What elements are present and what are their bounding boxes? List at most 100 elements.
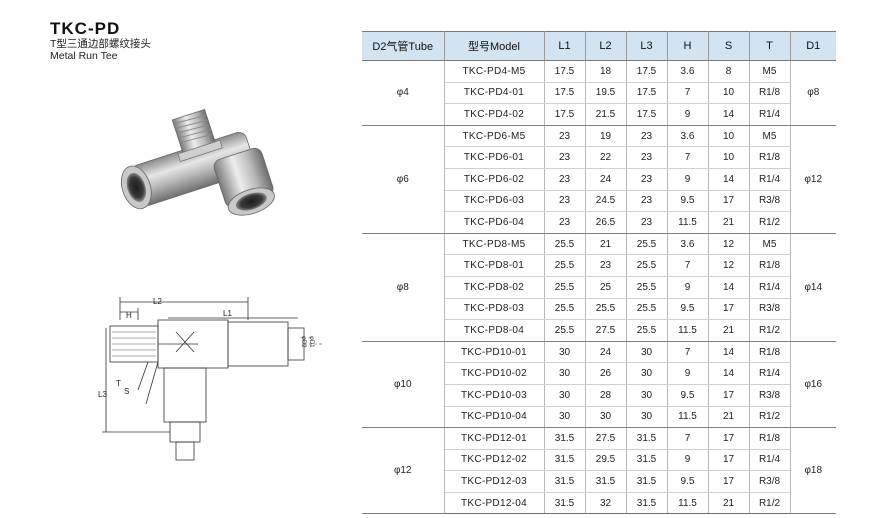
cell-l3: 31.5 (625, 492, 668, 515)
cell-l3: 25.5 (625, 276, 668, 299)
cell-h: 7 (666, 254, 709, 277)
cell-l2: 30 (584, 406, 627, 429)
cell-model: TKC-PD8-02 (444, 276, 545, 299)
cell-model: TKC-PD4-M5 (443, 60, 545, 83)
cell-h: 11.5 (666, 319, 709, 342)
cell-l1: 25.5 (543, 298, 586, 321)
cell-h: 9 (666, 362, 709, 385)
cell-l2: 24.5 (584, 190, 627, 213)
cell-t: R3/8 (748, 384, 790, 407)
header-d1: D1 (789, 31, 836, 61)
cell-t: R1/8 (748, 82, 790, 105)
cell-model: TKC-PD8-03 (444, 298, 545, 321)
cell-model: TKC-PD8-01 (444, 254, 545, 277)
cell-h: 3.6 (666, 60, 709, 83)
cell-t: R3/8 (748, 298, 790, 321)
cell-t: R1/8 (748, 146, 790, 169)
label-d2: φD2 (300, 336, 306, 348)
cell-l3: 30 (625, 384, 668, 407)
cell-l2: 19.5 (584, 82, 627, 105)
cell-model: TKC-PD8-04 (444, 319, 545, 342)
product-title-block: TKC-PD T型三通边部螺纹接头 Metal Run Tee (50, 20, 151, 63)
cell-t: R1/4 (748, 449, 790, 472)
cell-l2: 25.5 (584, 298, 627, 321)
cell-l1: 31.5 (543, 427, 586, 450)
cell-s: 17 (707, 384, 750, 407)
cell-h: 9.5 (666, 190, 709, 213)
cell-s: 17 (707, 298, 750, 321)
cell-l1: 17.5 (543, 103, 586, 126)
cell-l2: 25 (584, 276, 627, 299)
cell-l2: 19 (584, 125, 627, 148)
cell-l1: 30 (543, 341, 586, 364)
cell-l1: 23 (543, 211, 586, 234)
cell-l2: 31.5 (584, 470, 627, 493)
cell-h: 3.6 (666, 233, 709, 256)
cell-model: TKC-PD6-03 (444, 190, 545, 213)
header-tube: D2气管Tube (362, 31, 445, 61)
cell-t: R1/4 (748, 103, 790, 126)
cell-t: M5 (748, 60, 791, 83)
cell-l2: 26 (584, 362, 627, 385)
cell-s: 10 (707, 82, 750, 105)
cell-l1: 25.5 (543, 276, 586, 299)
cell-l3: 17.5 (625, 82, 668, 105)
product-photo (120, 108, 275, 216)
cell-tube: φ6 (362, 125, 445, 234)
cell-l3: 31.5 (625, 427, 668, 450)
header-l3: L3 (625, 31, 668, 61)
header-model: 型号Model (443, 31, 545, 61)
cell-l3: 25.5 (625, 233, 668, 256)
cell-model: TKC-PD10-03 (444, 384, 545, 407)
cell-s: 12 (707, 254, 750, 277)
cell-h: 9 (666, 168, 709, 191)
cell-s: 21 (707, 406, 750, 429)
cell-l1: 30 (543, 384, 586, 407)
cell-l1: 23 (543, 125, 586, 148)
cell-l2: 21.5 (584, 103, 627, 126)
cell-model: TKC-PD10-02 (444, 362, 545, 385)
header-t: T (748, 31, 791, 61)
cell-model: TKC-PD12-03 (444, 470, 545, 493)
cell-h: 7 (666, 82, 709, 105)
cell-l2: 24 (584, 168, 627, 191)
cell-s: 21 (707, 319, 750, 342)
cell-d1: φ14 (789, 233, 836, 342)
label-s: S (124, 387, 129, 396)
cell-t: R1/2 (748, 492, 790, 515)
cell-model: TKC-PD8-M5 (443, 233, 545, 256)
cell-s: 14 (707, 276, 750, 299)
spec-table-head: D2气管Tube 型号Model L1 L2 L3 H S T D1 (362, 31, 836, 61)
cell-l2: 26.5 (584, 211, 627, 234)
cell-l3: 25.5 (625, 298, 668, 321)
cell-t: R1/4 (748, 276, 790, 299)
label-h: H (126, 311, 132, 320)
cell-h: 9.5 (666, 470, 709, 493)
cell-l3: 31.5 (625, 449, 668, 472)
cell-tube: φ4 (362, 60, 445, 126)
cell-model: TKC-PD12-01 (443, 427, 545, 450)
cell-t: R1/4 (748, 362, 790, 385)
header-l1: L1 (543, 31, 586, 61)
cell-l1: 30 (543, 362, 586, 385)
cell-d1: φ12 (789, 125, 836, 234)
header-row: D2气管Tube 型号Model L1 L2 L3 H S T D1 (362, 31, 836, 61)
cell-h: 7 (666, 427, 709, 450)
cell-s: 17 (707, 470, 750, 493)
cell-l2: 29.5 (584, 449, 627, 472)
